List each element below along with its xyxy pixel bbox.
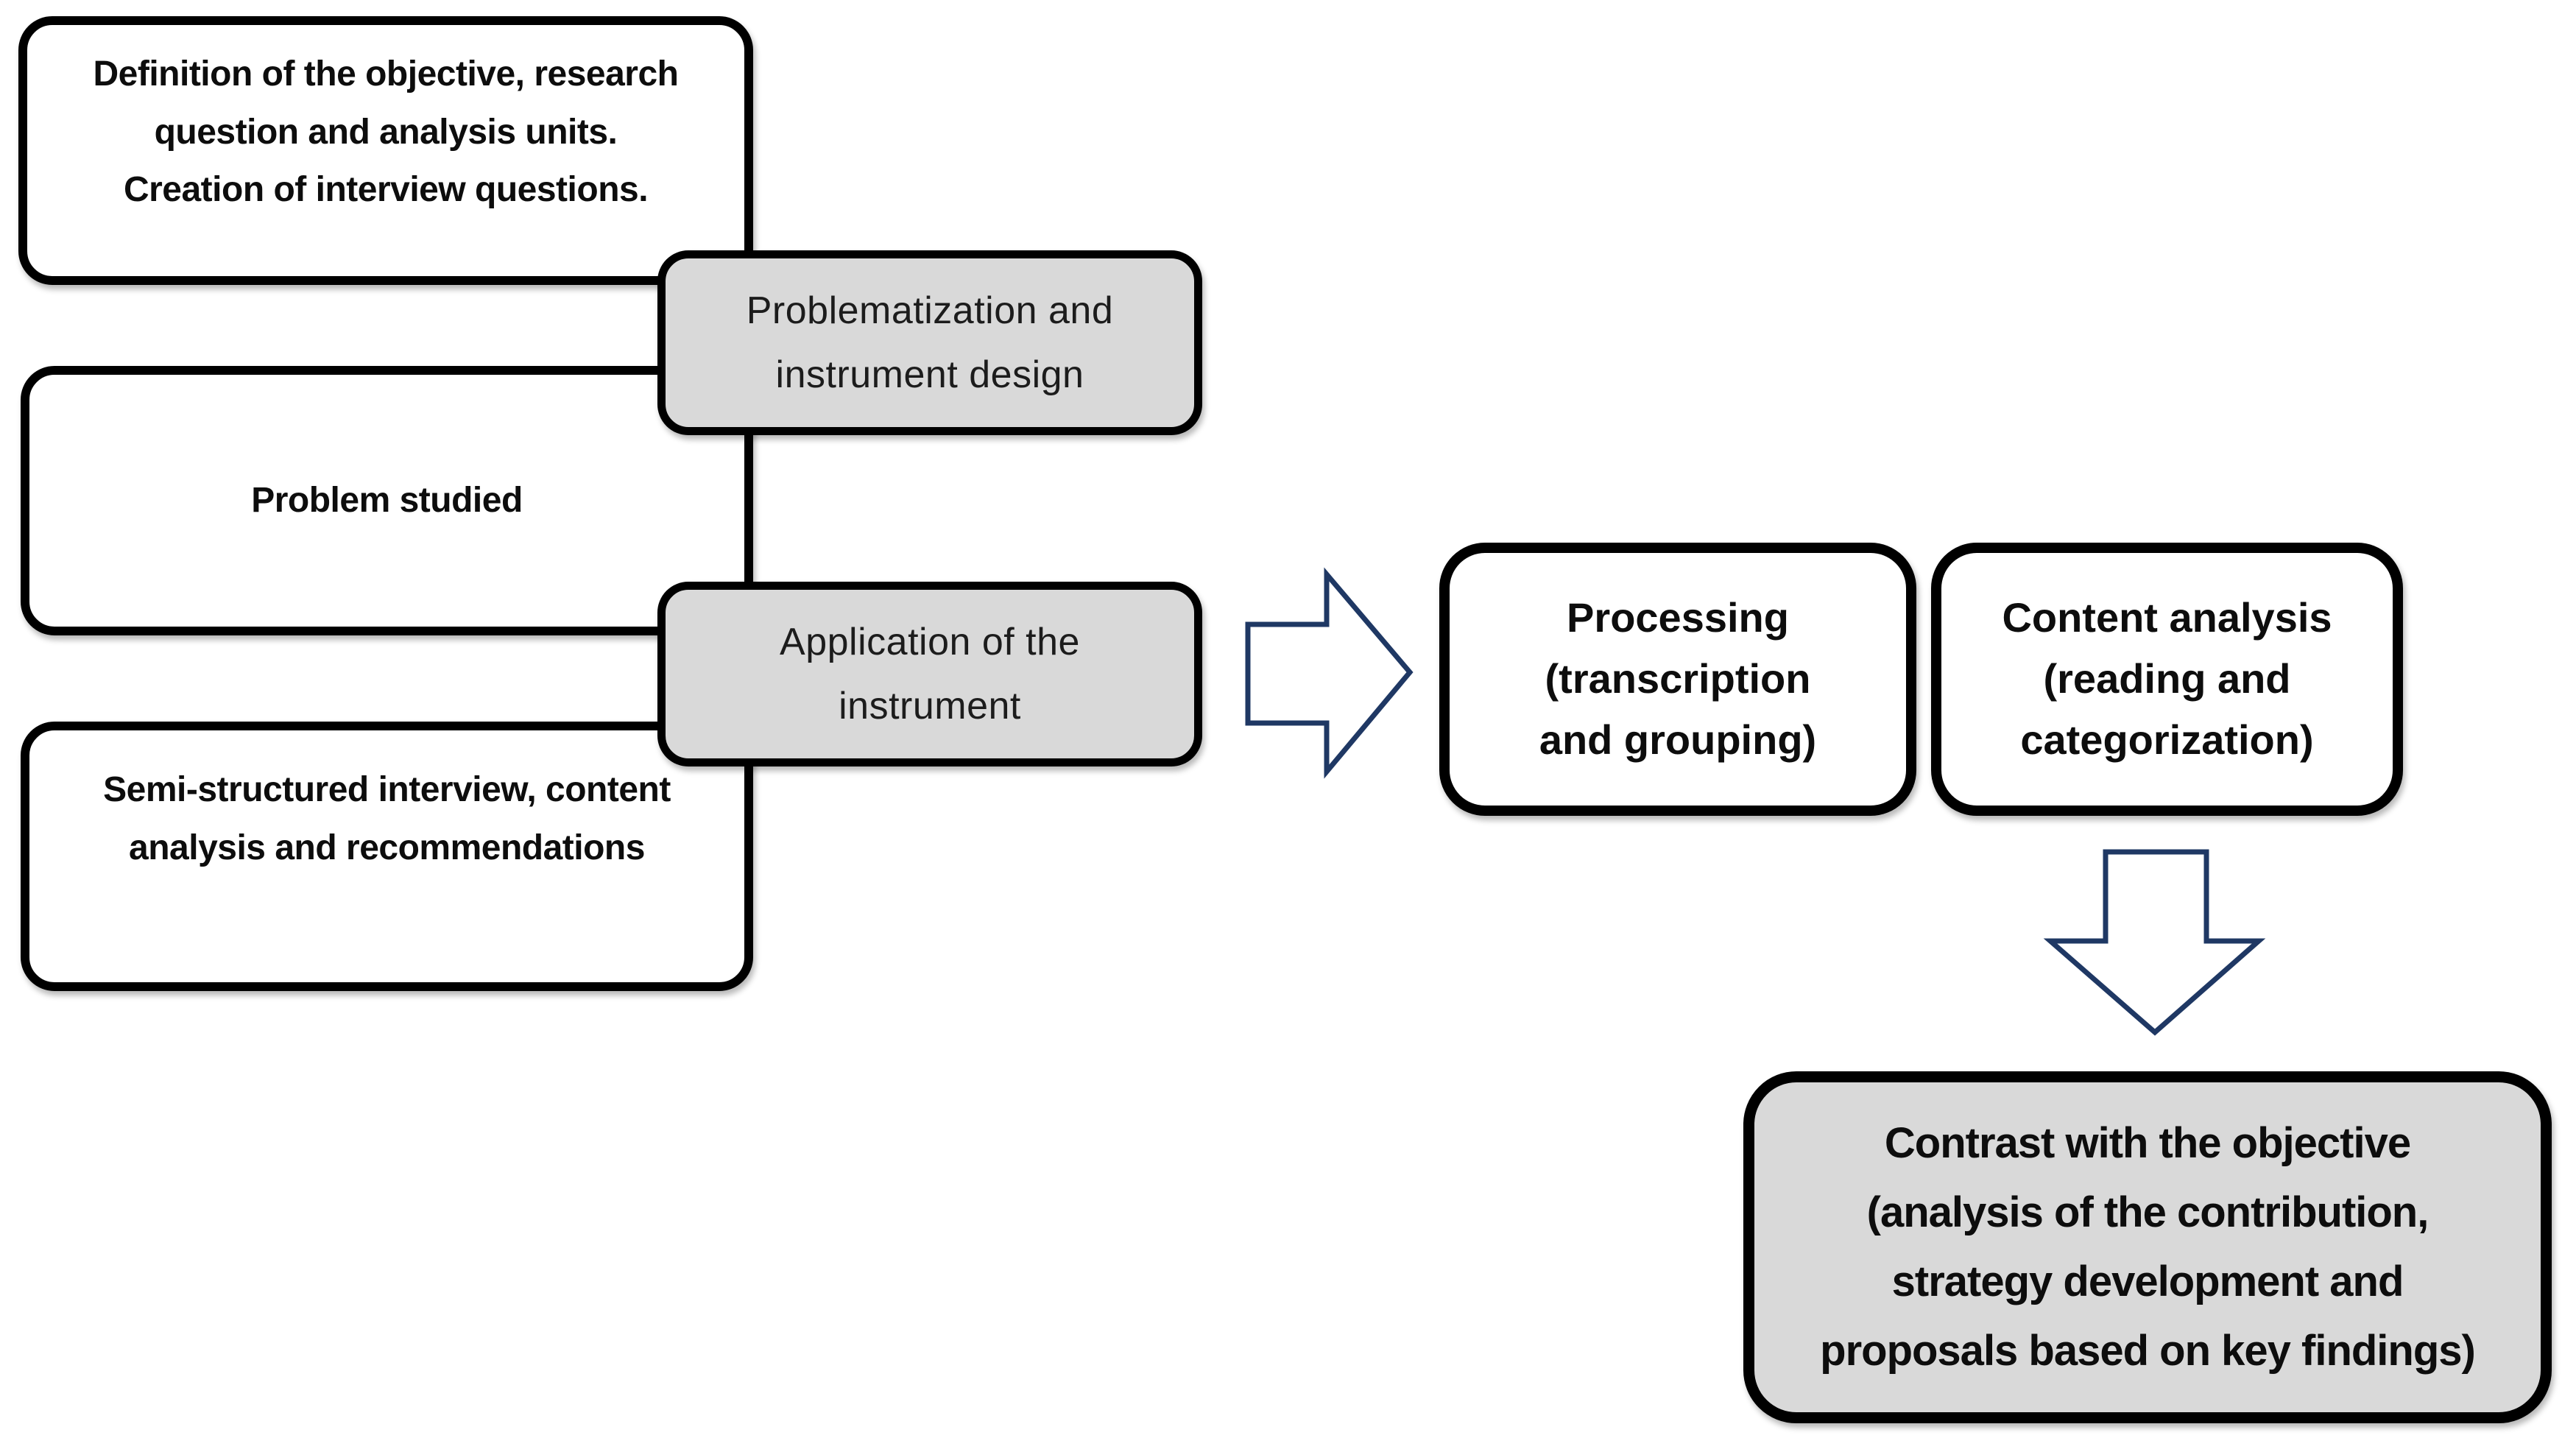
box-problem-studied: Problem studied <box>21 366 753 635</box>
box-processing-label: Processing (transcription and grouping) <box>1539 594 1817 763</box>
box-semi-structured-interview-label: Semi-structured interview, content analy… <box>103 770 671 867</box>
box-application-instrument-label: Application of the instrument <box>780 621 1080 727</box>
box-contrast-objective: Contrast with the objective (analysis of… <box>1743 1071 2552 1423</box>
box-processing: Processing (transcription and grouping) <box>1439 543 1916 816</box>
box-content-analysis: Content analysis (reading and categoriza… <box>1931 543 2403 816</box>
right-block-arrow-icon <box>1245 567 1414 779</box>
box-problematization-label: Problematization and instrument design <box>746 289 1114 396</box>
box-definition-objective: Definition of the objective, research qu… <box>18 16 753 285</box>
box-problematization: Problematization and instrument design <box>657 250 1202 435</box>
down-block-arrow-icon <box>2043 849 2266 1036</box>
box-application-instrument: Application of the instrument <box>657 582 1202 766</box>
box-definition-objective-label: Definition of the objective, research qu… <box>93 54 679 210</box>
box-contrast-objective-label: Contrast with the objective (analysis of… <box>1820 1119 2476 1375</box>
box-content-analysis-label: Content analysis (reading and categoriza… <box>2002 594 2332 763</box>
box-semi-structured-interview: Semi-structured interview, content analy… <box>21 722 753 991</box>
box-problem-studied-label: Problem studied <box>251 480 523 520</box>
